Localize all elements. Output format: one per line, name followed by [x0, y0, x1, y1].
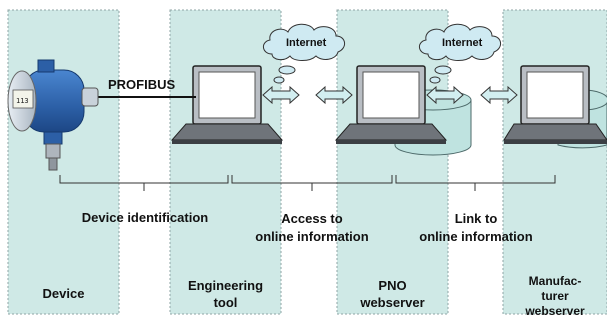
internet-label-2: Internet — [442, 37, 483, 49]
laptop-manufacturer-webserver — [503, 65, 607, 144]
double-arrow-3 — [426, 85, 464, 105]
internet-cloud-1 — [263, 23, 345, 84]
column-label-manufacturer-webserver: Manufac- turer webserver — [525, 274, 585, 318]
column-label-pno-webserver: PNO webserver — [360, 278, 425, 310]
laptop-engineering-tool — [170, 65, 284, 144]
panel-engineering-tool — [169, 9, 282, 315]
span-label-device-identification: Device identification — [81, 210, 209, 225]
internet-cloud-2 — [419, 23, 501, 84]
panel-pno-webserver — [336, 9, 449, 315]
span-label-link-online-information: Link to online information — [419, 211, 533, 244]
panel-device — [7, 9, 120, 315]
internet-label-1: Internet — [286, 37, 327, 49]
bracket-link-online-information — [395, 175, 556, 191]
span-label-access-online-information: Access to online information — [255, 211, 369, 244]
double-arrow-4 — [480, 85, 518, 105]
profibus-label: PROFIBUS — [108, 77, 176, 92]
pressure-transmitter: 113 — [7, 59, 99, 171]
double-arrow-1 — [262, 85, 300, 105]
column-label-device: Device — [42, 286, 85, 301]
laptop-pno-webserver — [334, 65, 448, 144]
bracket-access-online-information — [231, 175, 393, 191]
panel-manufacturer-webserver — [502, 9, 607, 315]
column-label-engineering-tool: Engineering tool — [187, 278, 264, 310]
bracket-device-identification — [59, 175, 229, 191]
double-arrow-2 — [315, 85, 353, 105]
svg-text:113: 113 — [16, 97, 29, 105]
